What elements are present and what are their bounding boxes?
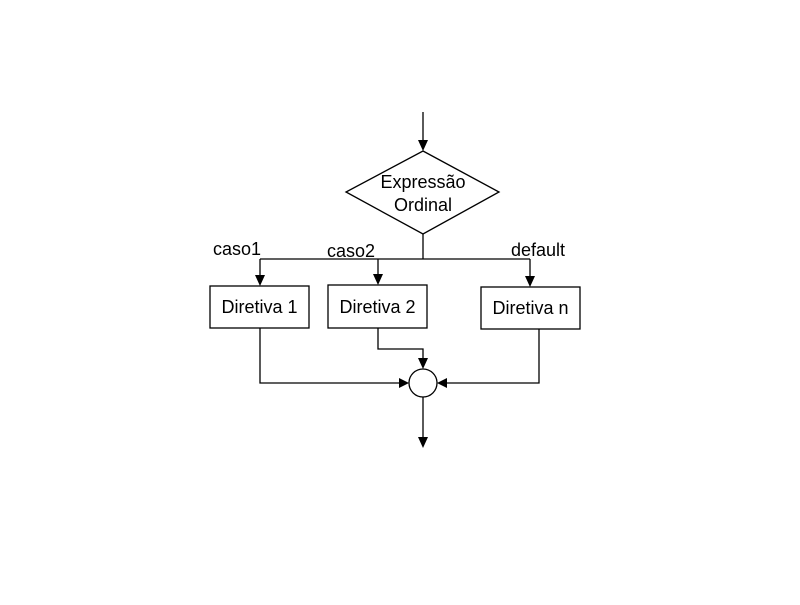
boxn-to-merge-arrowhead	[437, 378, 447, 388]
branch1-arrowhead	[255, 275, 265, 286]
box2-to-merge-line	[377, 328, 424, 361]
box-diretiva-2-label: Diretiva 2	[339, 297, 415, 317]
decision-text-line1: Expressão	[380, 172, 465, 192]
box1-to-merge-arrowhead	[399, 378, 409, 388]
boxn-to-merge-line	[445, 329, 540, 384]
branch-label-case2: caso2	[327, 241, 375, 261]
box-diretiva-n	[480, 286, 581, 330]
box1-to-merge-line	[259, 328, 401, 384]
branch2-arrowhead	[373, 274, 383, 285]
branchn-arrowhead	[525, 276, 535, 287]
merge-connector-circle	[408, 368, 438, 398]
box2-to-merge-arrowhead	[418, 358, 428, 369]
branch-label-default: default	[511, 240, 565, 260]
box-diretiva-1-label: Diretiva 1	[221, 297, 297, 317]
exit-arrowhead	[418, 437, 428, 448]
entry-arrowhead	[418, 140, 428, 151]
box-diretiva-n-label: Diretiva n	[492, 298, 568, 318]
decision-text-line2: Ordinal	[394, 195, 452, 215]
branch-label-case1: caso1	[213, 239, 261, 259]
decision-diamond	[344, 150, 501, 235]
box-diretiva-2	[327, 284, 428, 329]
